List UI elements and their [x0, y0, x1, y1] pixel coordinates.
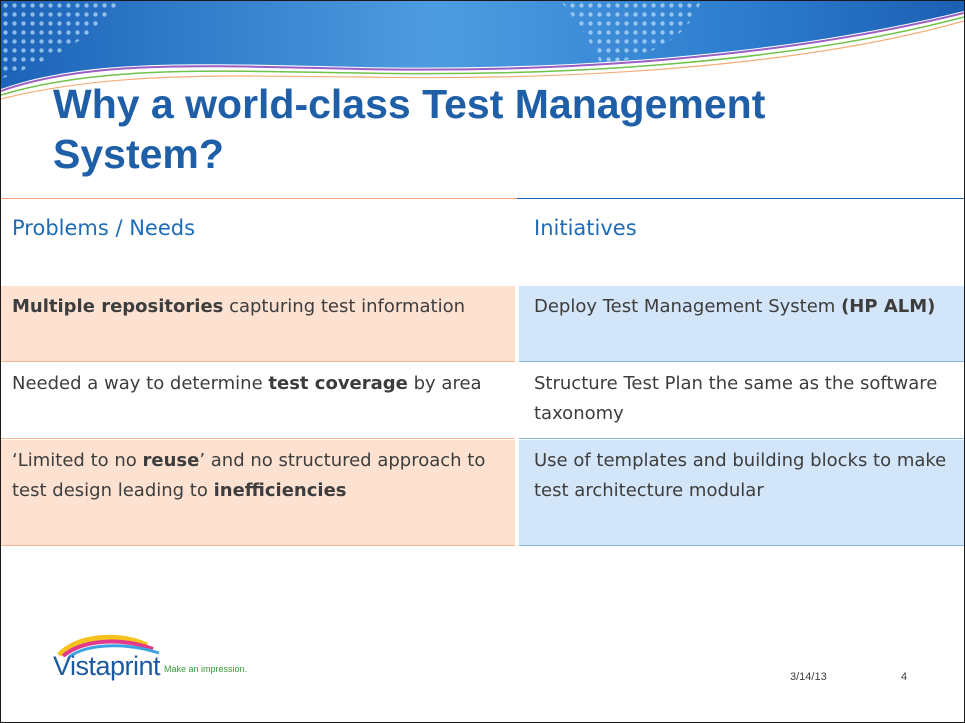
row-2-problem-text-post: by area — [407, 373, 482, 394]
row-2-initiative-text: Structure Test Plan the same as the soft… — [534, 373, 938, 424]
row-separator — [1, 545, 515, 546]
row-3-problem-emphasis-2: inefficiencies — [213, 480, 347, 501]
table-row-2-problem: Needed a way to determine test coverage … — [1, 363, 515, 438]
table-row-2-initiative: Structure Test Plan the same as the soft… — [519, 363, 964, 438]
row-3-problem-text-1: ‘Limited to no — [12, 450, 143, 471]
row-1-problem-emphasis: Multiple repositories — [12, 296, 224, 317]
logo-tagline: Make an impression. — [164, 664, 248, 674]
row-separator — [519, 361, 964, 362]
header-problems-needs: Problems / Needs — [12, 216, 196, 240]
table-row-1-problem: Multiple repositories capturing test inf… — [1, 286, 515, 361]
row-2-problem-text-pre: Needed a way to determine — [12, 373, 269, 394]
row-separator — [1, 438, 515, 439]
row-separator — [519, 438, 964, 439]
row-3-problem-text-2: ’ and no structured approach to test des… — [12, 450, 486, 501]
table-row-3-initiative: Use of templates and building blocks to … — [519, 440, 964, 545]
slide-page-number: 4 — [901, 671, 908, 683]
logo-brand: Vistaprint — [53, 651, 161, 681]
row-1-initiative-emphasis: (HP ALM) — [841, 296, 936, 317]
table-row-3-problem: ‘Limited to no reuse’ and no structured … — [1, 440, 515, 545]
header-initiatives: Initiatives — [534, 216, 637, 240]
left-column-top-rule — [1, 198, 517, 199]
row-separator — [519, 545, 964, 546]
vistaprint-logo: Vistaprint Make an impression. — [53, 633, 293, 685]
row-3-initiative-text: Use of templates and building blocks to … — [534, 450, 947, 501]
row-1-problem-text: capturing test information — [223, 296, 466, 317]
logo-swoosh-icon — [57, 634, 160, 657]
right-column-top-rule — [517, 198, 964, 199]
slide-date: 3/14/13 — [790, 671, 827, 683]
header-banner — [1, 1, 964, 100]
row-1-initiative-text: Deploy Test Management System — [534, 296, 842, 317]
row-3-problem-emphasis-1: reuse — [142, 450, 200, 471]
row-separator — [1, 361, 515, 362]
row-2-problem-emphasis: test coverage — [268, 373, 408, 394]
table-row-1-initiative: Deploy Test Management System (HP ALM) — [519, 286, 964, 361]
slide-title: Why a world-class Test Management System… — [53, 81, 766, 177]
